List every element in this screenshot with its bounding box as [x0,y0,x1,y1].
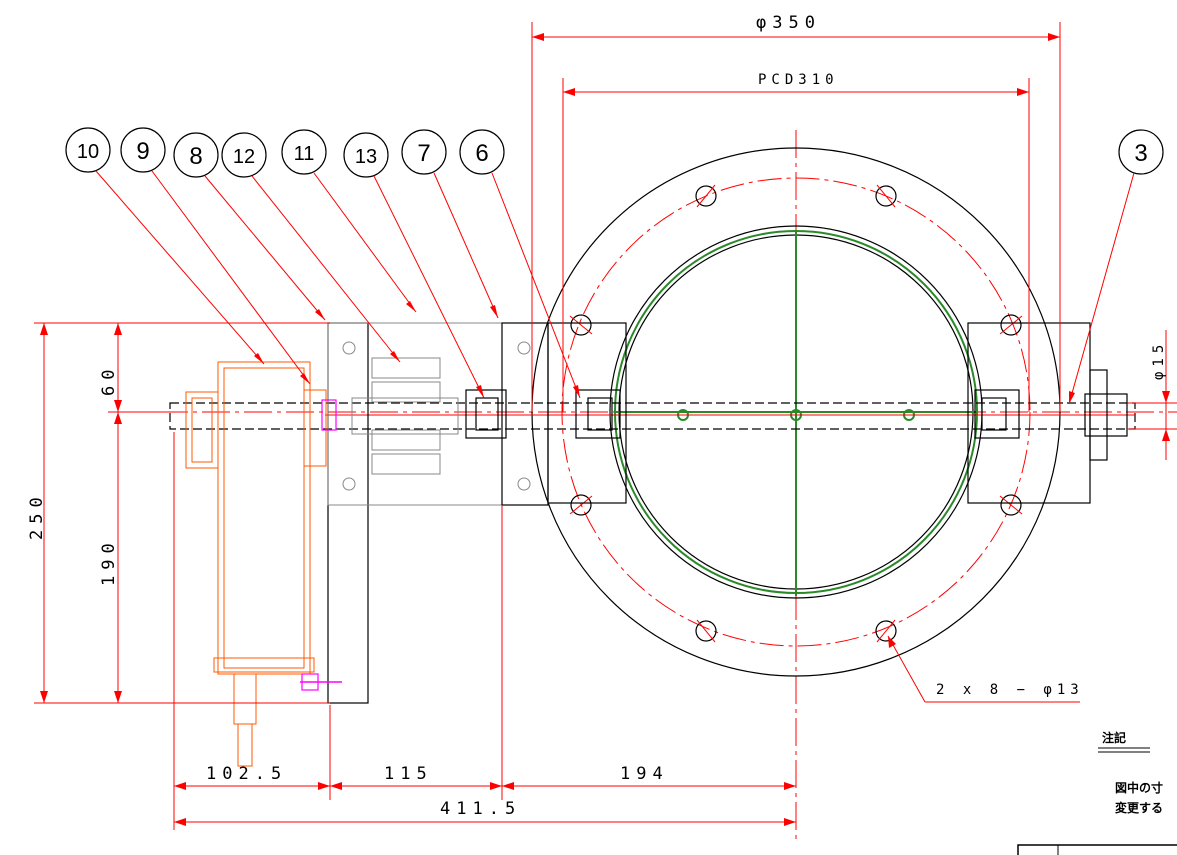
balloon-8: 8 [173,132,326,321]
svg-text:7: 7 [417,140,430,167]
balloon-9: 9 [120,127,311,385]
svg-text:6: 6 [475,140,488,167]
dim-width-half-label: 194 [620,764,669,784]
svg-text:12: 12 [233,146,255,168]
balloon-7: 7 [401,129,499,319]
balloon-10: 10 [65,127,265,365]
balloon-11: 11 [281,129,417,313]
dim-height-upper-label: 60 [99,364,119,396]
bolt-hole [569,314,593,336]
dim-bolt-holes: 2 x 8 − φ13 [887,635,1084,703]
svg-text:9: 9 [136,138,149,165]
bolt-holes [569,184,1023,643]
svg-text:10: 10 [77,141,99,163]
shaft [169,322,1136,504]
bolt-hole [569,494,593,516]
bolt-hole [999,314,1023,336]
bolt-hole [695,184,717,208]
dim-width: 102.5 115 194 411.5 [173,432,796,830]
balloon-13: 13 [343,132,485,399]
bolt-hole [695,619,717,643]
dim-width-total-label: 411.5 [440,799,521,819]
dim-pcd: PCD310 [562,72,1030,412]
dim-height-total-label: 250 [27,491,47,540]
balloon-12: 12 [221,132,401,363]
bolt-hole [999,494,1023,516]
bolt-hole [875,184,897,208]
dim-outer-diameter: φ350 [531,13,1061,412]
dim-pcd-label: PCD310 [758,72,839,88]
notes-line1: 図中の寸 [1115,780,1163,795]
dim-height-lower-label: 190 [99,537,119,586]
dim-shaft-diameter-label: φ15 [1151,340,1167,380]
balloon-3: 3 [1068,129,1164,405]
bracket [327,322,549,704]
center-lines [160,130,1177,840]
notes-line2: 変更する [1115,800,1163,815]
svg-text:3: 3 [1134,140,1147,167]
dim-bolt-holes-label: 2 x 8 − φ13 [936,682,1084,698]
dim-height: 250 60 190 [27,322,330,704]
balloon-6: 6 [459,129,581,399]
dim-outer-diameter-label: φ350 [756,13,821,33]
bolt-hole [875,619,897,643]
notes-title: 注記 [1102,730,1126,745]
svg-text:13: 13 [355,146,377,168]
notes: 注記 図中の寸 変更する [1017,730,1177,855]
part-balloons: 10 9 8 12 11 13 [65,127,1164,405]
svg-text:11: 11 [294,143,315,165]
dim-width-bracket-label: 115 [384,764,433,784]
dim-width-actuator-label: 102.5 [206,764,287,784]
actuator [185,361,342,767]
svg-text:8: 8 [189,143,202,170]
dim-shaft-diameter: φ15 [1127,330,1177,460]
